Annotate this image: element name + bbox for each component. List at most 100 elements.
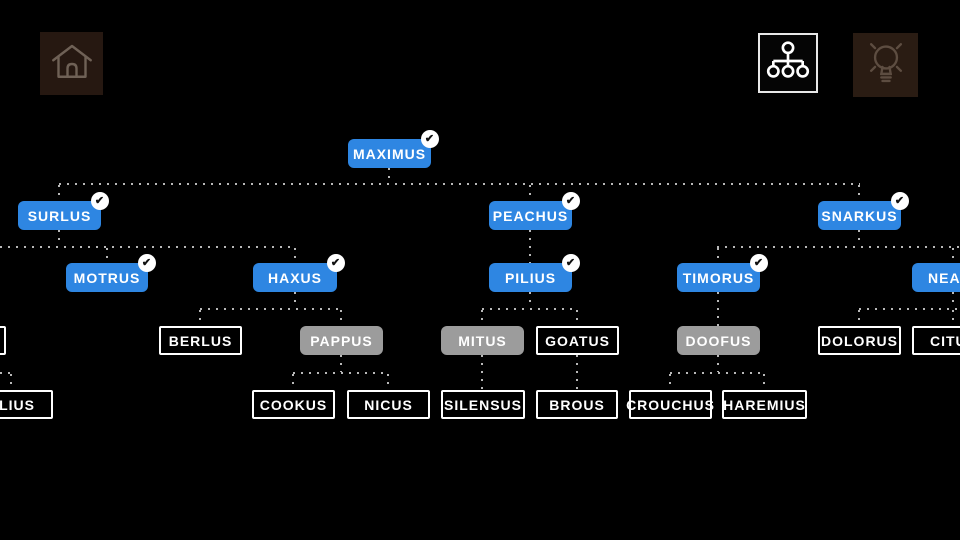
tree-node-snarkus[interactable]: SNARKUS✔ [818,192,909,230]
connector-line [58,230,60,246]
connector-line [717,292,719,326]
connector-line [952,248,954,263]
node-label: ILIUS [0,396,35,413]
node-label: CROUCHUS [626,396,715,413]
connector-line [670,372,765,374]
home-icon [48,37,96,90]
connector-line [859,308,960,310]
check-badge-icon: ✔ [138,254,156,272]
node-label: DOLORUS [821,332,898,349]
connector-line [340,310,342,326]
node-label: CITU [930,332,960,349]
tree-node-goatus[interactable]: GOATUS [536,326,619,355]
connector-line [482,308,578,310]
connector-line [717,246,960,248]
node-label: COOKUS [259,396,328,413]
check-badge-icon: ✔ [327,254,345,272]
check-badge-icon: ✔ [562,254,580,272]
connector-line [576,355,578,390]
node-label: DOOFUS [685,332,752,349]
check-badge-icon: ✔ [891,192,909,210]
connector-line [292,374,294,390]
connector-line [10,374,12,390]
tree-node-timorus[interactable]: TIMORUS✔ [677,254,768,292]
tree-node-nicus[interactable]: NICUS [347,390,430,419]
node-label: SNARKUS [821,207,898,224]
connector-line [576,310,578,326]
connector-line [0,372,11,374]
tree-node-cookus[interactable]: COOKUS [252,390,335,419]
tree-node-ilius[interactable]: ILIUS [0,390,53,419]
hint-button[interactable] [853,33,918,97]
tree-node-motrus[interactable]: MOTRUS✔ [66,254,156,292]
node-label: PILIUS [504,269,557,286]
tree-node-peachus[interactable]: PEACHUS✔ [489,192,580,230]
connector-line [199,310,201,326]
tree-node-citu[interactable]: CITU [912,326,960,355]
connector-line [0,246,296,248]
connector-line [294,292,296,308]
connector-line [858,310,860,326]
tree-node-crouchus[interactable]: CROUCHUS [626,390,715,419]
tree-node-dolorus[interactable]: DOLORUS [818,326,901,355]
check-badge-icon: ✔ [91,192,109,210]
connector-line [387,374,389,390]
connector-line [106,248,108,263]
node-label: BROUS [549,396,605,413]
tree-node-maximus[interactable]: MAXIMUS✔ [348,130,439,168]
connector-line [952,310,954,326]
node-label: HAREMIUS [723,396,806,413]
connector-line [529,230,531,263]
check-badge-icon: ✔ [750,254,768,272]
tree-node-silensus[interactable]: SILENSUS [441,390,525,419]
tree-node-nean[interactable]: NEAN [912,263,960,292]
connector-line [669,374,671,390]
connector-line [294,248,296,263]
lightbulb-icon [861,38,911,93]
node-label: TIMORUS [682,269,755,286]
connector-line [858,185,860,201]
node-label: GOATUS [545,332,610,349]
tree-node-brous[interactable]: BROUS [536,390,618,419]
tree-node-mitus[interactable]: MITUS [441,326,524,355]
connector-line [59,183,860,185]
check-badge-icon: ✔ [421,130,439,148]
home-button[interactable] [40,32,103,95]
node-label: SILENSUS [443,396,522,413]
connector-line [200,308,342,310]
node-label: MAXIMUS [352,145,427,162]
connector-line [717,248,719,263]
node-label: PEACHUS [492,207,569,224]
tree-node-doofus[interactable]: DOOFUS [677,326,760,355]
tree-node-haxus[interactable]: HAXUS ✔ [253,254,345,292]
node-label: MOTRUS [73,269,141,286]
tree-node-berlus[interactable]: BERLUS [159,326,242,355]
tree-view-button[interactable] [758,33,818,93]
tree-node-surlus[interactable]: SURLUS✔ [18,192,109,230]
node-label: PAPPUS [310,332,373,349]
connector-line [293,372,389,374]
connector-line [717,355,719,372]
node-label: HAXUS [267,269,322,286]
node-label: SURLUS [27,207,92,224]
connector-line [529,292,531,308]
node-label: MITUS [458,332,507,349]
tree-node-unknown-left[interactable] [0,326,6,355]
tree-node-pappus[interactable]: PAPPUS [300,326,383,355]
node-label: BERLUS [168,332,233,349]
tree-node-haremius[interactable]: HAREMIUS [722,390,807,419]
org-chart-icon [766,39,810,88]
connector-line [58,185,60,201]
connector-line [529,185,531,201]
connector-line [388,168,390,183]
connector-line [952,292,954,308]
connector-line [481,355,483,390]
connector-line [763,374,765,390]
node-label: NEAN [928,269,960,286]
connector-line [858,230,860,246]
connector-line [481,310,483,326]
connector-line [340,355,342,372]
check-badge-icon: ✔ [562,192,580,210]
tree-node-pilius[interactable]: PILIUS ✔ [489,254,580,292]
